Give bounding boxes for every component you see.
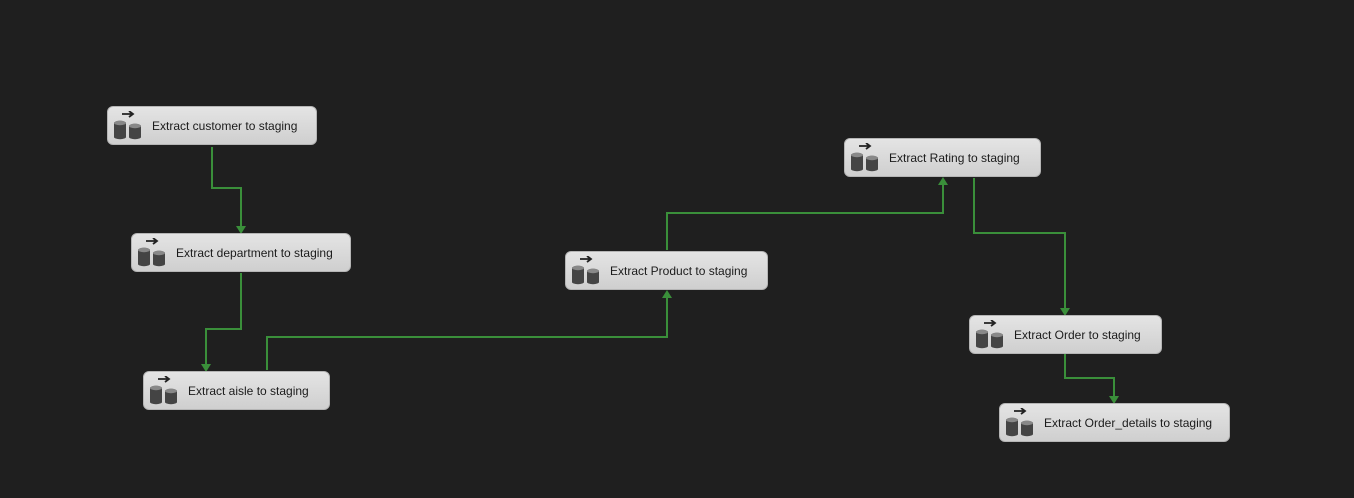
data-flow-task-icon — [114, 110, 141, 139]
task-label: Extract Order_details to staging — [1044, 415, 1213, 430]
task-extract-order-details[interactable]: Extract Order_details to staging — [999, 403, 1230, 442]
data-flow-task-icon — [572, 255, 599, 284]
task-extract-product[interactable]: Extract Product to staging — [565, 251, 768, 290]
data-flow-task-icon — [138, 237, 165, 266]
precedence-constraint-order-order-details[interactable] — [1064, 354, 1115, 396]
task-extract-department[interactable]: Extract department to staging — [131, 233, 351, 272]
task-label: Extract Product to staging — [610, 263, 748, 278]
data-flow-task-icon — [150, 375, 177, 404]
task-label: Extract customer to staging — [152, 118, 298, 133]
task-extract-aisle[interactable]: Extract aisle to staging — [143, 371, 330, 410]
data-flow-task-icon — [1006, 407, 1033, 436]
precedence-constraint-customer-department[interactable] — [211, 147, 242, 226]
data-flow-task-icon — [976, 319, 1003, 348]
data-flow-task-icon — [851, 142, 878, 171]
precedence-constraint-department-aisle[interactable] — [205, 273, 242, 364]
arrowhead-icon — [236, 226, 246, 234]
task-label: Extract aisle to staging — [188, 383, 309, 398]
arrowhead-icon — [1060, 308, 1070, 316]
arrowhead-icon — [201, 364, 211, 372]
arrowhead-icon — [938, 177, 948, 185]
task-label: Extract Order to staging — [1014, 327, 1141, 342]
task-extract-rating[interactable]: Extract Rating to staging — [844, 138, 1041, 177]
task-label: Extract Rating to staging — [889, 150, 1020, 165]
arrowhead-icon — [1109, 396, 1119, 404]
task-label: Extract department to staging — [176, 245, 333, 260]
task-extract-customer[interactable]: Extract customer to staging — [107, 106, 317, 145]
precedence-constraint-rating-order[interactable] — [973, 178, 1066, 308]
task-extract-order[interactable]: Extract Order to staging — [969, 315, 1162, 354]
arrowhead-icon — [662, 290, 672, 298]
precedence-constraint-product-rating[interactable] — [666, 185, 944, 250]
precedence-constraint-aisle-product[interactable] — [266, 298, 668, 370]
